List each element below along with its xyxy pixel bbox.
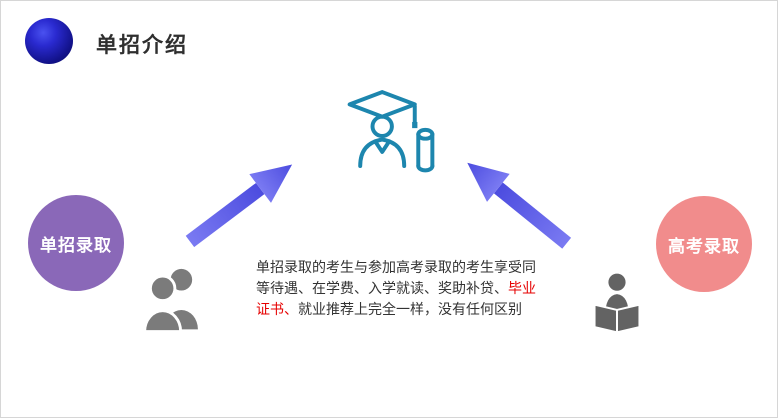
- right-arrow-icon: [453, 146, 580, 261]
- right-circle-badge: 高考录取: [656, 196, 752, 292]
- page-title: 单招介绍: [96, 34, 188, 57]
- description-part2: 就业推荐上完全一样，没有任何区别: [298, 301, 522, 317]
- description-text: 单招录取的考生与参加高考录取的考生享受同等待遇、在学费、入学就读、奖助补贷、毕业…: [256, 257, 536, 320]
- graduate-icon: [341, 85, 441, 173]
- description-part1: 单招录取的考生与参加高考录取的考生享受同等待遇、在学费、入学就读、奖助补贷、: [256, 259, 536, 296]
- title-dot-icon: [25, 18, 73, 64]
- left-arrow-icon: [177, 147, 306, 259]
- reader-icon: [584, 267, 650, 337]
- left-circle-badge: 单招录取: [28, 195, 124, 291]
- right-circle-label: 高考录取: [668, 236, 740, 256]
- people-icon: [136, 261, 208, 333]
- left-circle-label: 单招录取: [40, 235, 112, 255]
- description-highlight: 毕业证书、: [256, 280, 536, 317]
